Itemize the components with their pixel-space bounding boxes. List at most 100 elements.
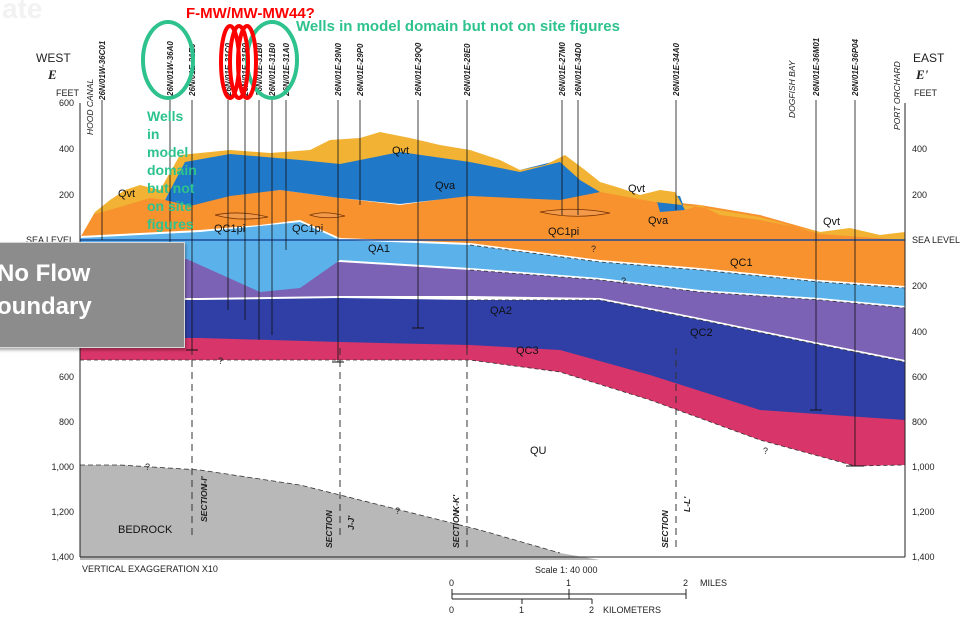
left-tick-label: 1,200 [51,507,74,517]
unit-qa2-fill [80,298,905,420]
well-label: 26N/01E-31B0 [241,43,250,97]
right-tick-label: 1,200 [912,507,935,517]
right-axis-ticks: 400 200 SEA LEVEL 200 400 600 800 1,000 … [912,144,960,562]
wells-note-line: on site [147,198,193,214]
section-label-i: SECTION [199,483,209,522]
red-annotation: F-MW/MW-MW44? [186,5,315,22]
unit-qva-fill [165,150,685,212]
query-mark: ? [218,356,223,366]
miles-tick-1: 1 [566,578,571,588]
scale-bar-km [452,598,593,604]
left-tick-label: 600 [59,98,74,108]
label-qvt: Qvt [628,183,645,195]
query-mark: ? [763,446,768,456]
label-qvt: Qvt [823,216,840,228]
contact-qa2-top [470,299,906,363]
well-lines [101,100,856,466]
km-label: KILOMETERS [603,605,661,615]
miles-label: MILES [700,578,727,588]
right-tick-label: 200 [912,281,927,291]
label-qc2: QC2 [690,327,713,339]
contact-qc3-base [80,359,906,467]
well-label: 26N/01E-28E0 [463,43,472,97]
well-label: 26N/01E-34A0 [672,43,681,97]
label-qvt: Qvt [392,145,409,157]
label-qc1: QC1 [730,257,753,269]
feature-hood-canal: HOOD CANAL [85,79,95,135]
query-marks: ? ? ? ? ? ? [145,244,768,516]
contact-qc1-base [469,244,906,289]
scale-bar-miles [451,589,687,599]
section-id-l: L-L' [682,496,692,512]
feature-dogfish-bay: DOGFISH BAY [787,59,797,118]
left-tick-label: 1,000 [51,462,74,472]
green-ellipse-left [141,20,195,100]
section-id-j: J-J' [346,515,356,530]
well-label: 26N/01E-36P04 [851,39,860,97]
contact-lines [80,244,906,554]
section-id-k: K-K' [451,494,461,512]
query-mark: ? [621,276,626,286]
no-flow-line-2: oundary [0,293,92,320]
right-tick-label: 800 [912,417,927,427]
unit-qvt-fill [95,132,905,240]
right-tick-label: 600 [912,372,927,382]
miles-tick-2: 2 [683,578,688,588]
left-tick-label: 600 [59,372,74,382]
left-tick-label: 800 [59,417,74,427]
km-tick-0: 0 [449,605,454,615]
miles-tick-0: 0 [449,578,454,588]
left-tick-label: SEA LEVEL [26,235,74,245]
label-qa1: QA1 [368,243,390,255]
query-mark: ? [145,462,150,472]
section-label-l: SECTION [660,509,670,548]
feet-label-right: FEET [914,88,938,98]
bedrock-fill [80,465,600,560]
wells-note-line: domain [147,162,197,178]
label-qva: Qva [435,180,456,192]
east-id: E' [915,67,929,82]
well-label: 26N/01E-29P0 [356,43,365,97]
ghost-title-fragment: ate [2,0,43,24]
feet-label-left: FEET [56,88,80,98]
km-tick-2: 2 [589,605,594,615]
left-tick-label: 400 [59,144,74,154]
section-lines [191,348,677,548]
west-id: E [47,67,57,82]
well-labels: 26N/01W-36C01 26N/01W-36A0 26N/01E-31E0 … [98,37,860,101]
green-annotation-left: Wells in model domain but not on site fi… [147,107,227,233]
label-qc1pi: QC1pi [214,223,245,235]
label-qva: Qva [648,215,669,227]
unit-labels: Qvt Qvt Qvt Qvt Qva Qva QC1pi QC1pi QC1p… [118,145,840,536]
section-label-k: SECTION [451,509,461,548]
right-tick-label: 400 [912,327,927,337]
label-qc1pi: QC1pi [548,226,579,238]
well-bottom-ticks [186,327,864,467]
right-tick-label: SEA LEVEL [912,235,960,245]
label-qvt: Qvt [118,188,135,200]
well-label: 26N/01E-27M0 [558,42,567,97]
well-label: 26N/01E-31B0 [268,43,277,97]
label-bedrock: BEDROCK [118,524,173,536]
km-tick-1: 1 [519,605,524,615]
pi-lens-3 [539,208,611,217]
well-label: 26N/01E-34D0 [574,43,583,97]
wells-note-line: in [147,126,160,142]
left-tick-label: 1,400 [51,552,74,562]
section-labels: SECTION I-I' SECTION J-J' SECTION K-K' S… [199,475,692,548]
scale-text: Scale 1: 40 000 [535,565,598,575]
label-qa2: QA2 [490,305,512,317]
left-tick-label: 200 [59,190,74,200]
wells-note-line: model [147,144,189,160]
wells-note-line: figures [147,216,194,232]
no-flow-line-1: No Flow [0,260,91,287]
label-qu: QU [530,445,547,457]
right-tick-label: 1,400 [912,552,935,562]
well-label: 26N/01E-36M01 [812,37,821,97]
well-label: 26N/01W-36C01 [98,40,107,101]
no-flow-boundary-callout: No Flow oundary [0,242,185,348]
pi-lens-2 [308,212,346,219]
well-label: 26N/01E-29Q0 [414,42,423,97]
